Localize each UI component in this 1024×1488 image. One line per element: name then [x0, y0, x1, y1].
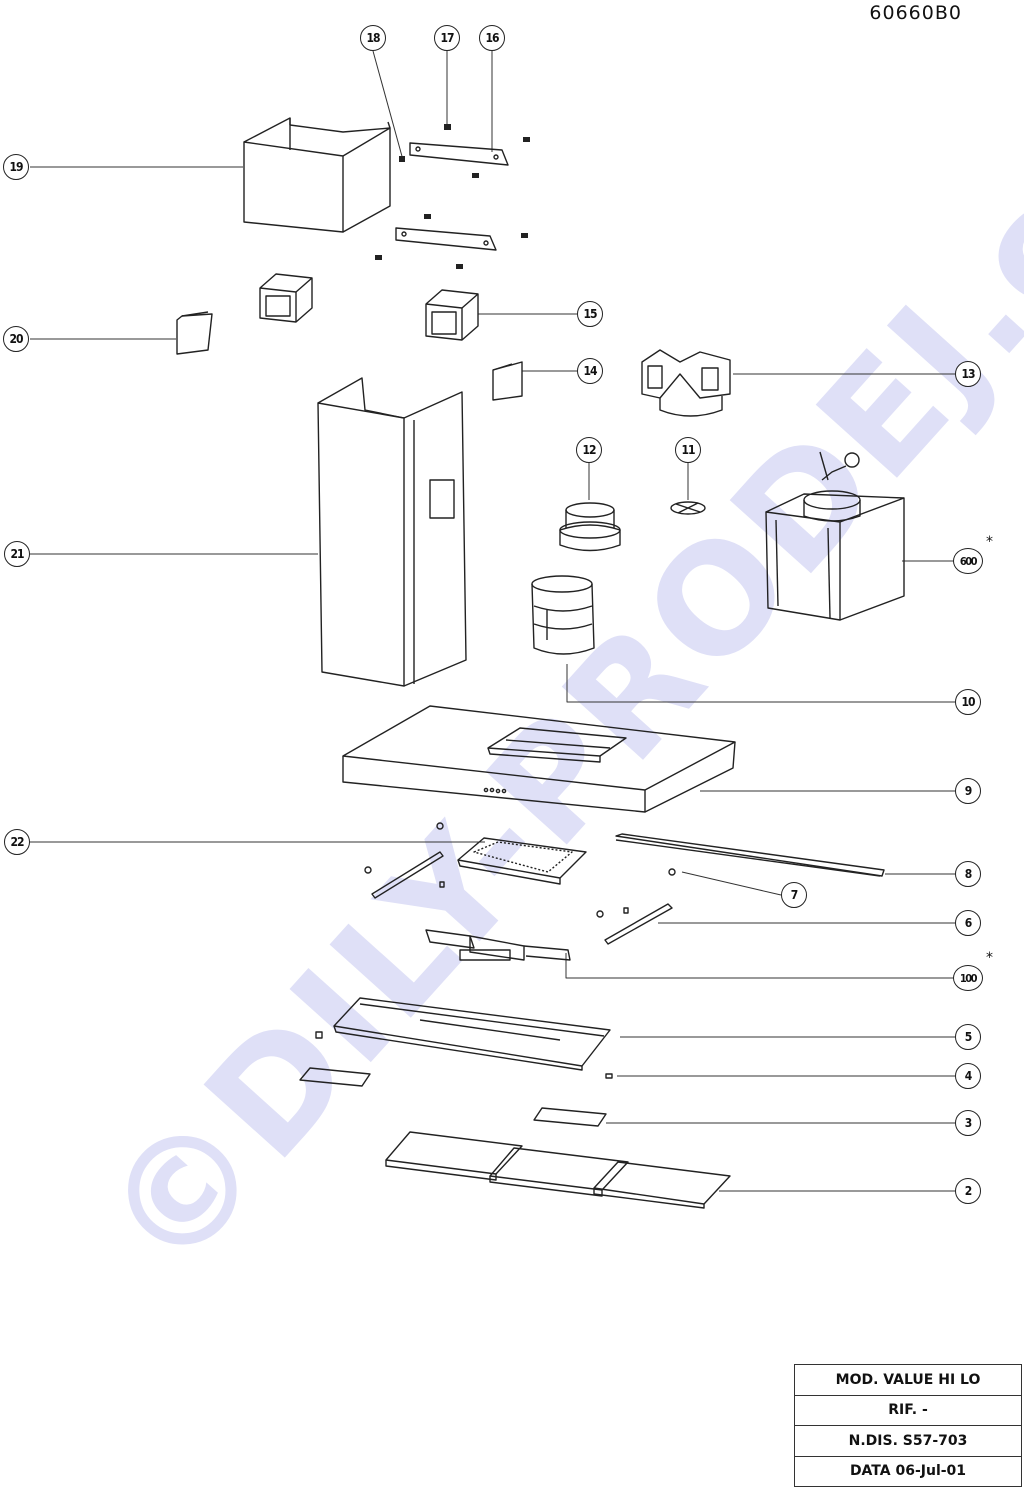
asterisk-100: *	[986, 950, 993, 966]
part-8-rail	[615, 833, 885, 877]
callout-15: 15	[577, 301, 603, 327]
part-2-filters	[385, 1131, 731, 1209]
part-16-bracket	[395, 142, 509, 251]
ref-row: RIF. -	[795, 1396, 1021, 1426]
callout-20: 20	[3, 326, 29, 352]
part-13-motor-adapter	[641, 349, 731, 417]
model-row: MOD. VALUE HI LO	[795, 1365, 1021, 1396]
part-11-fan	[670, 501, 706, 515]
callout-14: 14	[577, 358, 603, 384]
callout-18: 18	[360, 25, 386, 51]
part-4-plate	[299, 1067, 613, 1087]
callout-13: 13	[955, 361, 981, 387]
drawing-number-row: N.DIS. S57-703	[795, 1426, 1021, 1457]
date-row: DATA 06-Jul-01	[849, 1463, 967, 1480]
part-6-handle	[596, 868, 676, 945]
part-100-harness	[425, 929, 571, 961]
callout-4: 4	[955, 1063, 981, 1089]
callout-5: 5	[955, 1024, 981, 1050]
callout-22: 22	[4, 829, 30, 855]
part-12-collar	[559, 502, 621, 552]
part-15-spacer	[259, 273, 479, 341]
part-5-light-panel	[315, 997, 611, 1071]
callout-600: 600	[953, 548, 983, 574]
callout-12: 12	[576, 437, 602, 463]
leader-lines	[30, 50, 955, 1192]
part-600-motor-unit	[765, 451, 905, 621]
drawing-code: 60660B0	[869, 2, 962, 24]
part-10-cylinder	[531, 575, 595, 655]
part-20-plate	[176, 311, 213, 355]
part-9-hood-canopy	[342, 705, 736, 813]
part-22-filter-grille	[364, 822, 587, 899]
callout-6: 6	[955, 910, 981, 936]
callout-16: 16	[479, 25, 505, 51]
callout-7: 7	[781, 882, 807, 908]
callout-17: 17	[434, 25, 460, 51]
screws	[375, 124, 530, 269]
part-3-lamp-cover	[533, 1107, 607, 1127]
title-block: MOD. VALUE HI LO RIF. - N.DIS. S57-703 D…	[794, 1364, 1022, 1487]
callout-19: 19	[3, 154, 29, 180]
callout-9: 9	[955, 778, 981, 804]
part-21-lower-chimney	[317, 377, 467, 687]
callout-100: 100	[953, 965, 983, 991]
callout-3: 3	[955, 1110, 981, 1136]
callout-21: 21	[4, 541, 30, 567]
callout-2: 2	[955, 1178, 981, 1204]
asterisk-600: *	[986, 534, 993, 550]
callout-11: 11	[675, 437, 701, 463]
callout-8: 8	[955, 861, 981, 887]
callout-10: 10	[955, 689, 981, 715]
part-19-upper-chimney	[243, 117, 391, 233]
part-14-plate	[492, 361, 523, 401]
